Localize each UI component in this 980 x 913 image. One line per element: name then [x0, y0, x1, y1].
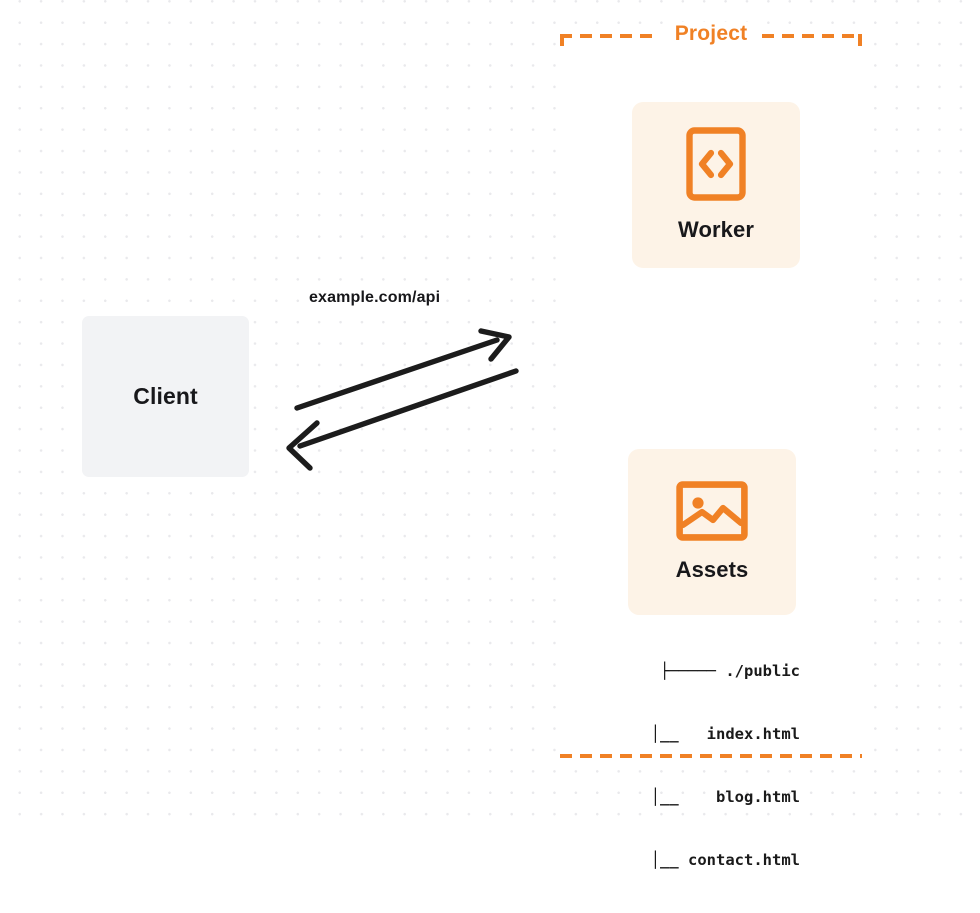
- response-arrow: [286, 368, 519, 471]
- worker-node-label: Worker: [678, 217, 754, 242]
- client-node-label: Client: [133, 383, 198, 409]
- worker-node[interactable]: Worker: [632, 102, 800, 268]
- project-container[interactable]: Project Worker Assets: [560, 22, 862, 869]
- image-icon: [676, 481, 748, 541]
- assets-node[interactable]: Assets: [628, 449, 796, 615]
- file-tree-row-blog: │__ blog.html: [650, 788, 800, 806]
- project-border-bottom: [560, 754, 862, 758]
- client-node[interactable]: Client: [82, 316, 249, 477]
- diagram-canvas: Client example.com/api Project: [82, 22, 862, 869]
- project-border-right: [858, 34, 862, 758]
- project-border-top-left: [560, 34, 660, 38]
- assets-file-tree: ├───── ./public │__ index.html │__ blog.…: [604, 619, 800, 913]
- project-border-top-right: [762, 34, 862, 38]
- file-tree-row-contact: │__ contact.html: [650, 851, 800, 869]
- request-arrow: [294, 328, 512, 411]
- project-title: Project: [669, 22, 753, 46]
- file-tree-row-index: │__ index.html: [650, 725, 800, 743]
- code-brackets-icon: [686, 127, 746, 201]
- file-tree-row-root: ├───── ./public: [660, 662, 800, 680]
- connection-label: example.com/api: [309, 289, 441, 306]
- assets-node-label: Assets: [675, 557, 749, 582]
- project-border-left: [560, 34, 564, 758]
